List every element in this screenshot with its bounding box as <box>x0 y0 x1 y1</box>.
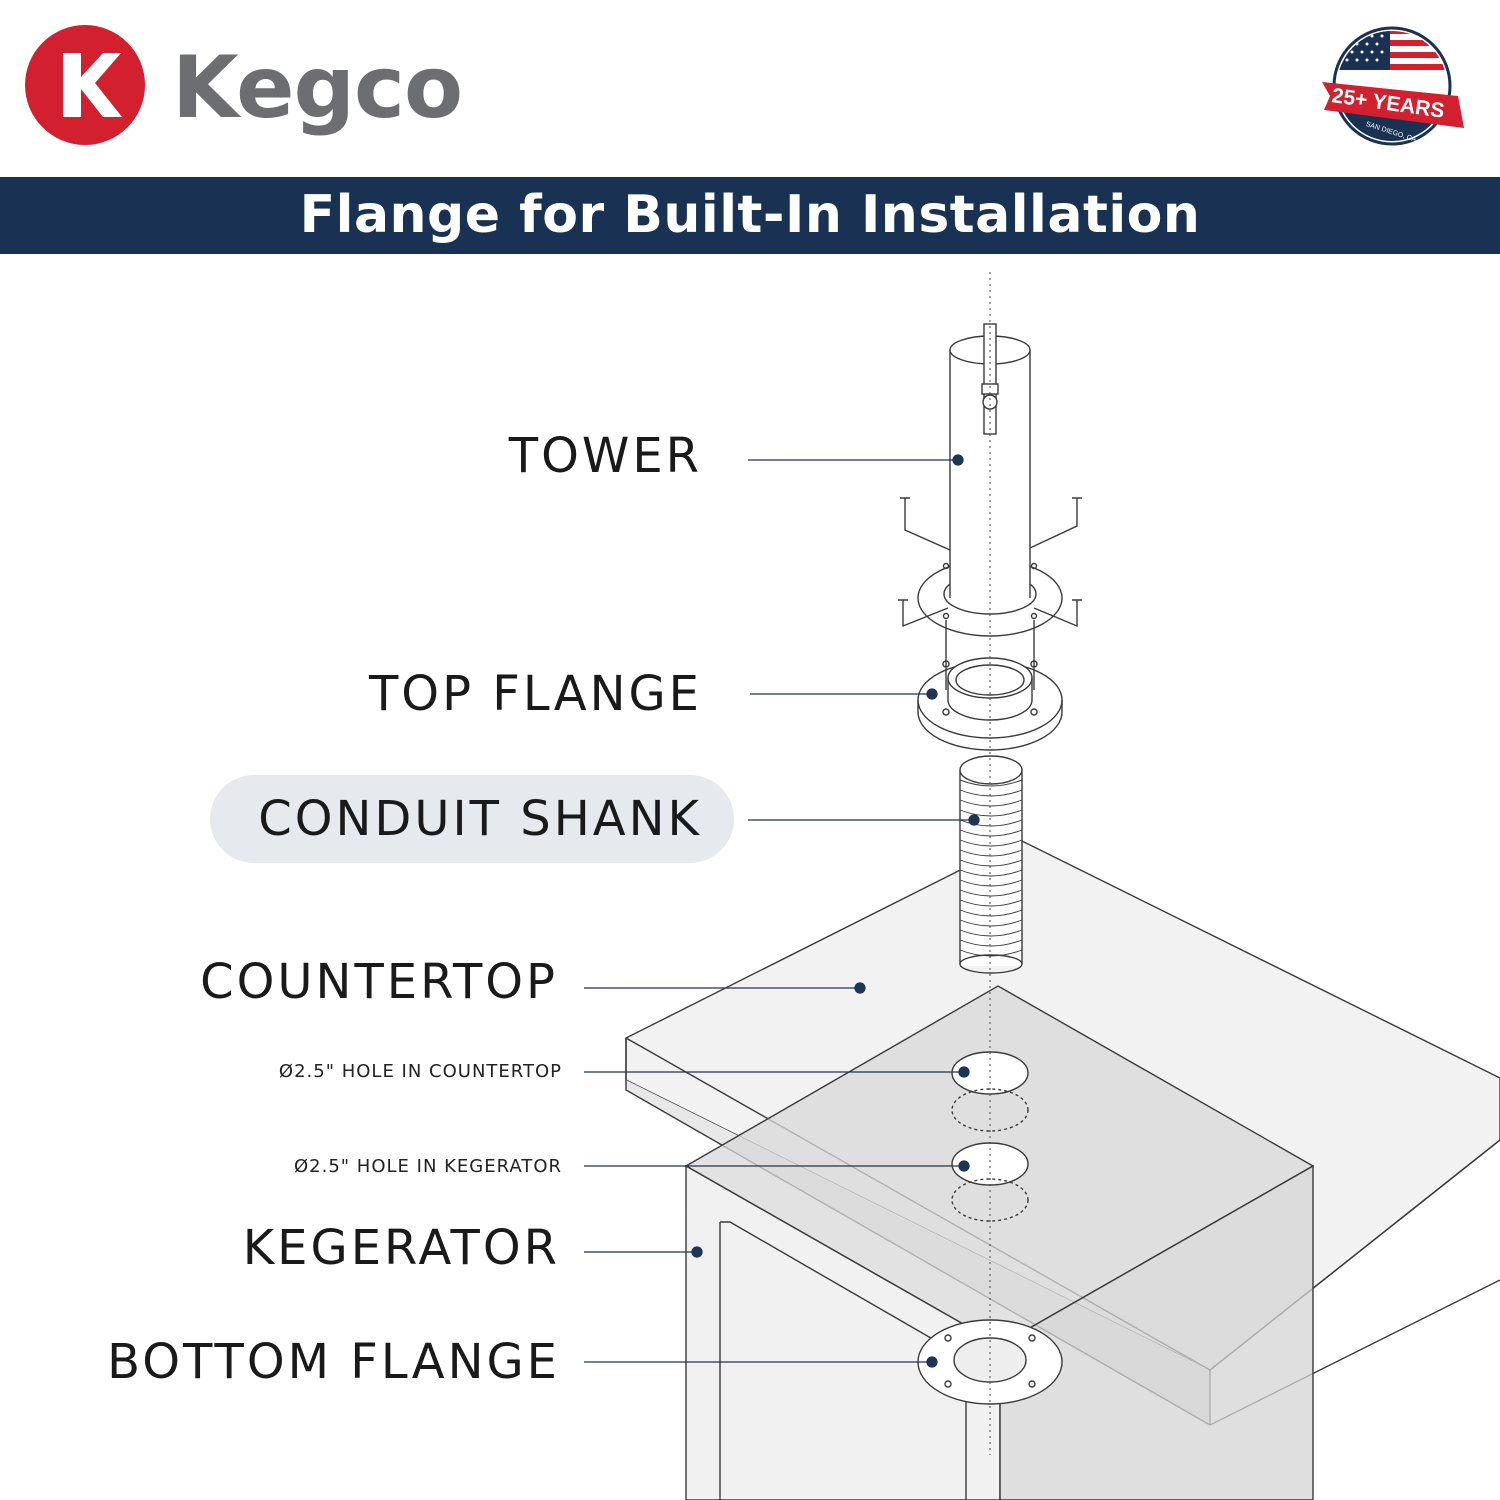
kegerator-shape <box>684 985 1315 1500</box>
conduit-shank-shape <box>959 755 1023 974</box>
title-banner: Flange for Built-In Installation <box>0 177 1500 254</box>
bottom-flange-shape <box>917 1319 1063 1405</box>
label-conduit-shank: CONDUIT SHANK <box>258 791 702 847</box>
shank-threads <box>959 789 1023 957</box>
brand-wordmark: Kegco <box>172 38 463 138</box>
label-kegerator: KEGERATOR <box>242 1220 560 1276</box>
label-top-flange: TOP FLANGE <box>368 666 702 722</box>
twenty-five-years-seal-icon: 25+ YEARS SAN DIEGO, CA <box>1322 26 1464 146</box>
page-title: Flange for Built-In Installation <box>299 185 1201 245</box>
tower-shape <box>949 323 1031 598</box>
kegco-logo-icon <box>25 25 145 145</box>
header: Kegco 25+ YEARS SAN DIEGO, CA <box>0 0 1500 176</box>
conduit-shank-highlight <box>210 775 734 863</box>
label-countertop: COUNTERTOP <box>200 954 558 1010</box>
installation-diagram <box>584 272 1500 1500</box>
label-tower: TOWER <box>508 428 702 484</box>
label-hole-countertop: Ø2.5" HOLE IN COUNTERTOP <box>278 1061 562 1082</box>
screws <box>898 497 1082 628</box>
label-bottom-flange: BOTTOM FLANGE <box>107 1334 560 1390</box>
label-hole-kegerator: Ø2.5" HOLE IN KEGERATOR <box>294 1156 562 1177</box>
